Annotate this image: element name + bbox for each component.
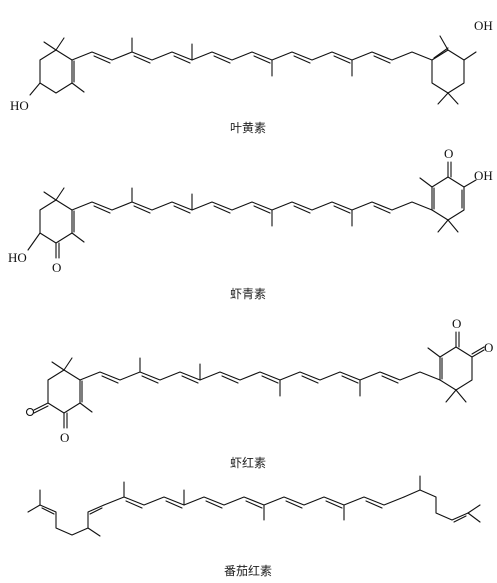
astaxanthin-structure: O HO O OH: [8, 146, 493, 275]
lutein-oh-right: OH: [474, 18, 493, 33]
lutein-oh-left: HO: [10, 98, 29, 113]
lutein-structure: HO OH: [10, 18, 493, 113]
astaxanthin-o-left: O: [52, 260, 61, 275]
astacene-structure: O O O O: [25, 316, 493, 445]
astacene-caption: 虾红素: [230, 455, 266, 470]
astaxanthin-o-right: O: [444, 146, 453, 161]
astacene-right-ring: [427, 331, 485, 403]
astacene-o-left-a-mark: [25, 407, 35, 417]
astacene-polyene-chain: [79, 357, 441, 397]
astaxanthin-left-ring: [27, 187, 85, 259]
lutein-right-ring: [431, 35, 477, 105]
lycopene-structure: [27, 475, 481, 537]
astaxanthin-right-ring: [419, 161, 477, 233]
astaxanthin-caption: 虾青素: [230, 287, 266, 301]
astacene-left-ring: [33, 357, 93, 429]
lutein-left-ring: [29, 37, 85, 96]
lutein-polyene-chain: [71, 37, 433, 77]
astacene-o-left-b: O: [60, 430, 69, 445]
astaxanthin-oh-left: HO: [8, 250, 27, 265]
lycopene-caption: 番茄红素: [224, 563, 272, 578]
astaxanthin-oh-right: OH: [474, 168, 493, 183]
astacene-o-right-a: O: [452, 316, 461, 331]
lutein-caption: 叶黄素: [230, 121, 266, 135]
astaxanthin-polyene-chain: [71, 187, 433, 227]
astacene-o-right-b: O: [484, 340, 493, 355]
